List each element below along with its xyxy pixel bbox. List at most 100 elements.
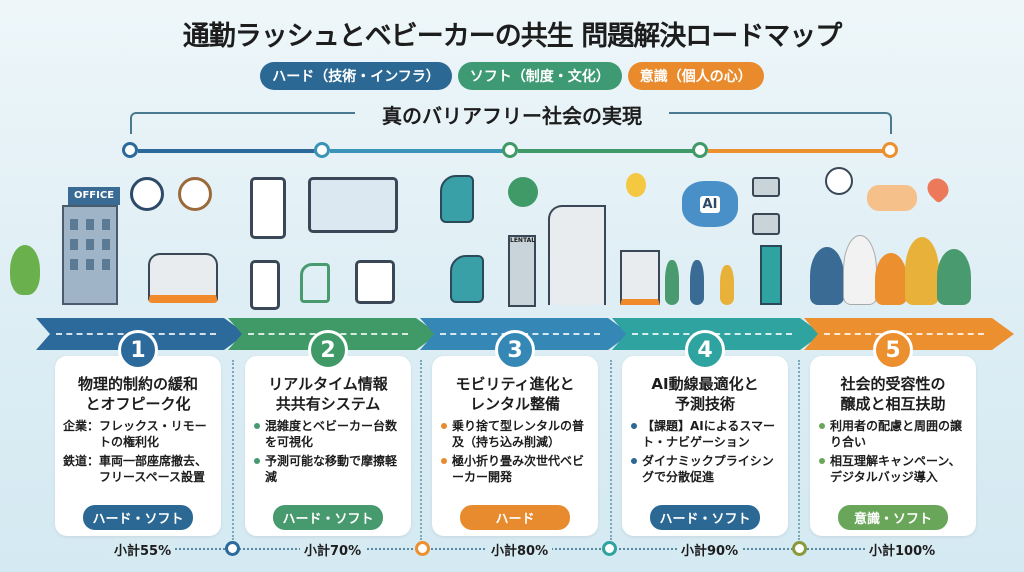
gate-icon (760, 245, 782, 305)
category-badge: 意識・ソフト (838, 505, 948, 530)
timeline-node (314, 142, 330, 158)
camera-icon (752, 177, 780, 197)
step-title: リアルタイム情報共共有システム (268, 375, 388, 413)
goal-subtitle: 真のバリアフリー社会の実現 (382, 104, 642, 128)
timeline-segment (138, 149, 318, 153)
train-icon (620, 250, 660, 305)
bullet-icon (441, 423, 447, 429)
category-badge: ハード・ソフト (650, 505, 760, 530)
phone-icon (250, 260, 280, 310)
rental-kiosk: LENTAL (508, 235, 536, 307)
step-title: 物理的制約の緩和とオフピーク化 (77, 375, 198, 413)
smile-bubble-icon (825, 167, 853, 195)
page-title: 通勤ラッシュとベビーカーの共生 問題解決ロードマップ (182, 21, 842, 52)
timeline-node (882, 142, 898, 158)
category-badge: ハード・ソフト (83, 505, 193, 530)
step-number-4: 4 (685, 330, 725, 370)
step-item: 【課題】AIによるスマート・ナビゲーション (630, 418, 780, 450)
subtotal-4: 小計90% (677, 540, 743, 559)
bullet-icon (254, 423, 260, 429)
step-number-5: 5 (873, 330, 913, 370)
timeline-node (692, 142, 708, 158)
timeline-segment (330, 149, 506, 153)
legend-mind: 意識（個人の心） (627, 62, 764, 90)
lightbulb-icon (626, 173, 646, 197)
step-number-3: 3 (495, 330, 535, 370)
progress-node (415, 541, 430, 556)
step-item: 企業：フレックス・リモートの権利化 (63, 419, 207, 449)
monitor-icon (308, 177, 398, 233)
subtotal-1: 小計55% (110, 540, 176, 559)
step-item: 乗り捨て型レンタルの普及（持ち込み削減） (440, 418, 590, 450)
progress-node (225, 541, 240, 556)
step-item: ダイナミックプライシングで分散促進 (630, 453, 780, 485)
timeline-node (122, 142, 138, 158)
clock-icon (178, 177, 212, 211)
rental-speech-icon (508, 177, 538, 207)
office-building-icon (62, 205, 118, 305)
person-icon (875, 253, 907, 305)
timeline-segment (708, 149, 884, 153)
subtotal-5: 小計100% (865, 540, 940, 559)
legend-soft: ソフト（制度・文化） (457, 62, 622, 90)
step-item: 鉄道：車両一部座席撤去、フリースペース設置 (63, 454, 208, 484)
step-card-3: モビリティ進化とレンタル整備乗り捨て型レンタルの普及（持ち込み削減）極小折り畳み… (432, 356, 598, 536)
ai-brain-icon: AI (682, 181, 738, 227)
step-item: 極小折り畳み次世代ベビーカー開発 (440, 453, 590, 485)
legend: ハード（技術・インフラ） ソフト（制度・文化） 意識（個人の心） (0, 62, 1024, 90)
timeline-segment (518, 149, 694, 153)
step-card-5: 社会的受容性の醸成と相互扶助利用者の配慮と周囲の譲り合い相互理解キャンペーン、デ… (810, 356, 976, 536)
step-title: 社会的受容性の醸成と相互扶助 (840, 375, 946, 413)
illustration-office-train: OFFICE (10, 165, 230, 310)
handshake-icon (867, 185, 917, 211)
step-number-1: 1 (118, 330, 158, 370)
tablet-icon (250, 177, 286, 239)
bullet-icon (254, 458, 260, 464)
subtotal-2: 小計70% (300, 540, 366, 559)
tablet-stroller-icon (355, 260, 395, 304)
step-item: 予測可能な移動で摩擦軽減 (253, 453, 403, 485)
stroller-icon (300, 263, 330, 303)
person-icon (810, 247, 844, 305)
category-badge: ハード・ソフト (273, 505, 383, 530)
bullet-icon (819, 423, 825, 429)
train-icon (548, 205, 606, 305)
tree-icon (10, 245, 40, 295)
illustration-community (805, 165, 995, 310)
legend-hard: ハード（技術・インフラ） (260, 62, 452, 90)
heart-icon (923, 174, 953, 204)
person-icon (843, 235, 877, 305)
step-card-4: AI動線最適化と予測技術【課題】AIによるスマート・ナビゲーションダイナミックプ… (622, 356, 788, 536)
step-title: モビリティ進化とレンタル整備 (455, 375, 575, 413)
stroller-icon (440, 175, 474, 223)
camera-icon (752, 213, 780, 235)
step-card-2: リアルタイム情報共共有システム混雑度とベビーカー台数を可視化予測可能な移動で摩擦… (245, 356, 411, 536)
progress-node (602, 541, 617, 556)
step-item: 利用者の配慮と周囲の譲り合い (818, 418, 968, 450)
train-icon (148, 253, 218, 303)
timeline-node (502, 142, 518, 158)
category-badge: ハード (460, 505, 570, 530)
subtotal-3: 小計80% (487, 540, 553, 559)
illustration-devices (240, 165, 420, 310)
stroller-icon (450, 255, 484, 303)
progress-node (792, 541, 807, 556)
bullet-icon (441, 458, 447, 464)
step-item: 混雑度とベビーカー台数を可視化 (253, 418, 403, 450)
step-card-1: 物理的制約の緩和とオフピーク化企業：フレックス・リモートの権利化鉄道：車両一部座… (55, 356, 221, 536)
bullet-icon (631, 458, 637, 464)
bullet-icon (819, 458, 825, 464)
clock-icon (130, 177, 164, 211)
person-icon (690, 260, 704, 305)
step-number-2: 2 (308, 330, 348, 370)
illustration-rental: LENTAL (430, 165, 610, 310)
step-title: AI動線最適化と予測技術 (651, 375, 759, 413)
person-icon (905, 237, 939, 305)
person-icon (665, 260, 679, 305)
step-item: 相互理解キャンペーン、デジタルバッジ導入 (818, 453, 968, 485)
person-icon (937, 249, 971, 305)
illustration-ai: AI (620, 165, 800, 310)
bullet-icon (631, 423, 637, 429)
office-sign: OFFICE (68, 187, 120, 205)
person-icon (720, 265, 734, 305)
